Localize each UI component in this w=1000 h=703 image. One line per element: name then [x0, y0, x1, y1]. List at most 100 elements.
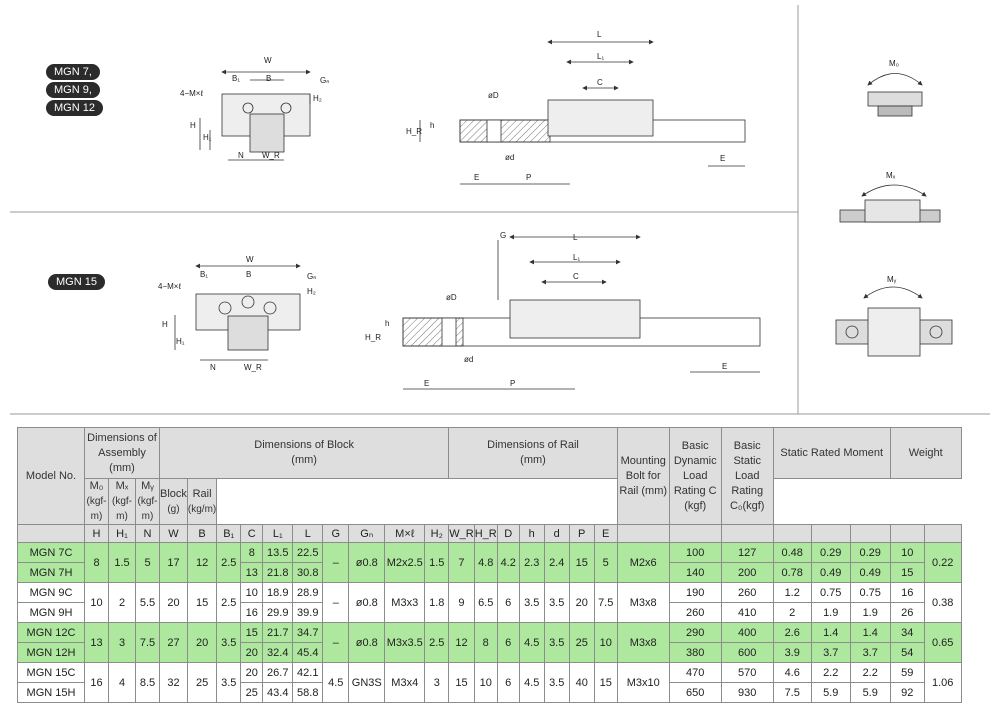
cell-L: 45.4 — [292, 642, 324, 663]
header-MX-unit: (kgf-m) — [112, 496, 132, 522]
cell-H2: 3 — [424, 662, 450, 703]
cell-M0: 7.5 — [772, 682, 812, 703]
cell-P: 20 — [568, 582, 595, 623]
cell-MX: 3.7 — [810, 642, 851, 663]
cell-H1: 2 — [108, 582, 136, 623]
header-weight: Weight — [889, 427, 962, 479]
label-Gn-top: Gₙ — [320, 76, 329, 85]
cell-WR: 12 — [448, 622, 475, 663]
cell-L1: 26.7 — [262, 662, 294, 683]
cell-D: 6 — [496, 622, 520, 663]
cell-B1: 2.5 — [216, 542, 242, 583]
side-view-drawing-top — [419, 39, 746, 185]
cell-W: 17 — [159, 542, 188, 583]
cell-model: MGN 9C — [17, 582, 85, 603]
header-MY-label: Mᵧ — [141, 480, 154, 492]
cell-H: 16 — [84, 662, 109, 703]
cell-W: 27 — [159, 622, 188, 663]
cell-MY: 1.4 — [849, 622, 891, 643]
sub-header-HR: H_R — [473, 524, 498, 543]
cell-N: 5.5 — [135, 582, 160, 623]
cell-G: – — [322, 582, 350, 623]
cell-bolt: M3x8 — [616, 622, 670, 663]
header-M0-label: M₀ — [89, 480, 104, 492]
cell-C: 25 — [240, 682, 264, 703]
cell-Mxl: M3x3 — [384, 582, 426, 623]
cell-MY: 0.49 — [849, 562, 891, 583]
cell-h: 3.5 — [518, 582, 545, 623]
label-H1-top: H₁ — [203, 133, 212, 142]
cell-d: 3.5 — [543, 662, 570, 703]
cell-MY: 5.9 — [849, 682, 891, 703]
label-H1-bottom: H₁ — [176, 337, 185, 346]
sub-header-H1: H₁ — [108, 524, 136, 543]
sub-header-mx-spacer — [810, 524, 851, 543]
cell-B1: 2.5 — [216, 582, 242, 623]
cell-model: MGN 7C — [17, 542, 85, 563]
cell-N: 8.5 — [135, 662, 160, 703]
label-B-top: B — [266, 74, 271, 83]
cell-block-weight: 10 — [889, 542, 925, 563]
cell-model: MGN 12C — [17, 622, 85, 643]
sub-header-spacer — [17, 524, 85, 543]
header-rail-unit: (kg/m) — [187, 503, 217, 515]
cell-M0: 0.78 — [772, 562, 812, 583]
cell-static-load: 200 — [720, 562, 774, 583]
label-bolt-bottom: 4−M×ℓ — [158, 282, 181, 291]
label-N-bottom: N — [210, 363, 216, 372]
cell-WR: 7 — [448, 542, 475, 583]
cell-block-weight: 92 — [889, 682, 925, 703]
cell-H2: 1.5 — [424, 542, 450, 583]
cell-B1: 3.5 — [216, 622, 242, 663]
label-phiD-bottom: øD — [446, 293, 457, 302]
cell-static-load: 930 — [720, 682, 774, 703]
label-P-bottom: P — [510, 379, 515, 388]
label-h-bottom: h — [385, 319, 389, 328]
sub-header-B: B — [186, 524, 218, 543]
cell-M0: 3.9 — [772, 642, 812, 663]
cell-E: 7.5 — [593, 582, 618, 623]
cell-h: 4.5 — [518, 662, 545, 703]
cell-MY: 1.9 — [849, 602, 891, 623]
cell-MX: 2.2 — [810, 662, 851, 683]
label-G-bottom: G — [500, 231, 506, 240]
cell-h: 2.3 — [518, 542, 545, 583]
sub-header-my-spacer — [849, 524, 891, 543]
cell-D: 6 — [496, 662, 520, 703]
cell-L: 42.1 — [292, 662, 324, 683]
cell-L: 39.9 — [292, 602, 324, 623]
header-static-moment: Static Rated Moment — [772, 427, 891, 479]
header-dim-rail-unit: (mm) — [520, 454, 546, 466]
model-badge-mgn12: MGN 12 — [46, 100, 103, 116]
label-phiD-top: øD — [488, 91, 499, 100]
cell-H1: 3 — [108, 622, 136, 663]
sub-header-m0-spacer — [772, 524, 812, 543]
header-dynamic-load: Basic Dynamic Load Rating C (kgf) — [668, 427, 722, 525]
cell-MX: 5.9 — [810, 682, 851, 703]
moment-MX-diagram — [839, 184, 941, 223]
cell-L1: 18.9 — [262, 582, 294, 603]
cell-L: 22.5 — [292, 542, 324, 563]
cell-dynamic-load: 650 — [668, 682, 722, 703]
label-HR-top: H_R — [406, 127, 422, 136]
cell-rail-weight: 0.38 — [923, 582, 962, 623]
cell-MX: 0.75 — [810, 582, 851, 603]
label-phid-bottom: ød — [464, 355, 473, 364]
header-dim-rail-title: Dimensions of Rail — [487, 439, 579, 451]
cell-B1: 3.5 — [216, 662, 242, 703]
technical-drawings: W B₁ B Gₙ H₂ 4−M×ℓ H H₁ N W_R L L₁ C øD … — [10, 5, 990, 415]
header-dim-block-title: Dimensions of Block — [254, 439, 354, 451]
sub-header-H2: H₂ — [424, 524, 450, 543]
cell-C: 10 — [240, 582, 264, 603]
sub-header-D: D — [496, 524, 520, 543]
cell-L: 28.9 — [292, 582, 324, 603]
cell-B: 25 — [186, 662, 218, 703]
cell-rail-weight: 0.65 — [923, 622, 962, 663]
header-block-label: Block — [160, 487, 187, 500]
cell-H: 10 — [84, 582, 109, 623]
